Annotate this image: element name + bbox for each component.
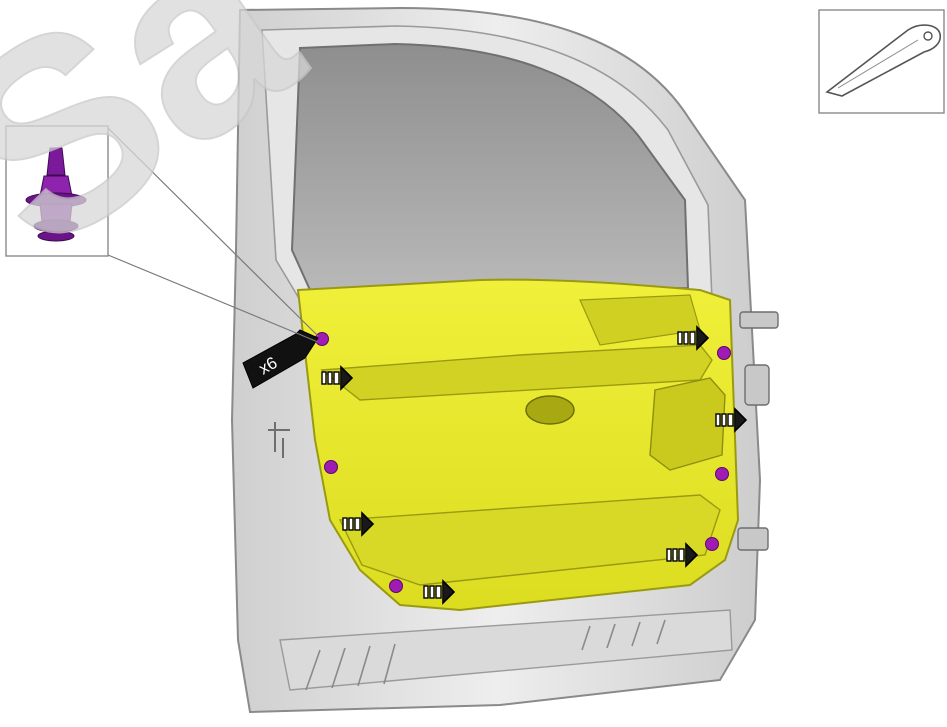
fastener-dot <box>717 346 731 360</box>
trim-removal-tool-icon <box>825 24 942 97</box>
fastener-dot <box>324 460 338 474</box>
fastener-dot <box>705 537 719 551</box>
fastener-count-callout: x6 <box>242 329 319 389</box>
door-trim-panel <box>296 278 740 612</box>
fastener-dot <box>389 579 403 593</box>
fastener-locations <box>315 332 731 593</box>
detail-leader-lines <box>107 127 319 343</box>
fastener-dot <box>715 467 729 481</box>
push-pin-clip-icon <box>25 147 87 242</box>
tool-detail-box <box>818 9 945 114</box>
fastener-detail-box <box>5 125 109 257</box>
